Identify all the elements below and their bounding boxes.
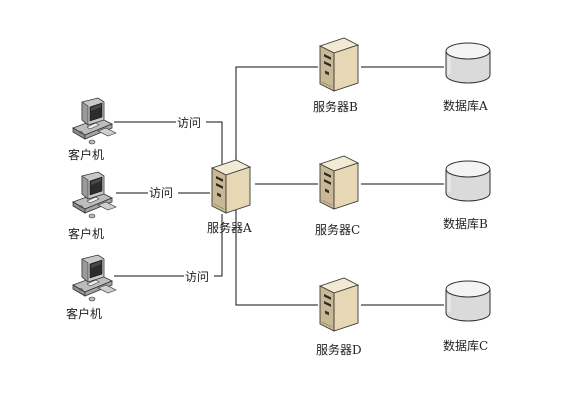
server-tower-icon xyxy=(319,155,359,210)
edge-label-access: 访问 xyxy=(177,116,201,130)
server-label: 服务器A xyxy=(207,220,252,235)
server-label: 服务器C xyxy=(315,222,360,237)
edge-label-access: 访问 xyxy=(149,186,173,200)
connections xyxy=(114,66,444,306)
server-node-a: 服务器A xyxy=(207,159,252,235)
server-label: 服务器D xyxy=(316,342,362,357)
desktop-computer-icon xyxy=(72,171,117,219)
database-cylinder-icon xyxy=(444,159,492,203)
client-node: 客户机 xyxy=(68,97,117,162)
server-node-d: 服务器D xyxy=(316,277,362,357)
edge-labels: 访问 访问 访问 xyxy=(148,115,214,284)
edge-client1-serverA xyxy=(114,121,223,168)
client-node: 客户机 xyxy=(66,254,117,321)
edge-client3-serverA xyxy=(114,214,223,277)
server-label: 服务器B xyxy=(313,99,358,114)
client-label: 客户机 xyxy=(68,147,104,162)
client-node: 客户机 xyxy=(68,171,117,241)
server-node-c: 服务器C xyxy=(315,155,360,237)
database-label: 数据库C xyxy=(443,338,488,353)
server-tower-icon xyxy=(319,277,359,332)
database-node-b: 数据库B xyxy=(443,159,492,231)
database-node-a: 数据库A xyxy=(443,41,492,113)
client-label: 客户机 xyxy=(68,226,104,241)
server-node-b: 服务器B xyxy=(313,37,359,114)
database-node-c: 数据库C xyxy=(443,279,492,353)
server-tower-icon xyxy=(319,37,359,92)
database-label: 数据库B xyxy=(443,216,488,231)
edge-serverA-serverB xyxy=(235,66,318,183)
edge-label-access: 访问 xyxy=(185,270,209,284)
client-label: 客户机 xyxy=(66,306,102,321)
database-label: 数据库A xyxy=(443,98,488,113)
desktop-computer-icon xyxy=(72,97,117,145)
database-cylinder-icon xyxy=(444,279,492,323)
desktop-computer-icon xyxy=(72,254,117,302)
database-cylinder-icon xyxy=(444,41,492,85)
edge-serverA-serverD xyxy=(235,208,318,306)
server-tower-icon xyxy=(211,159,251,214)
